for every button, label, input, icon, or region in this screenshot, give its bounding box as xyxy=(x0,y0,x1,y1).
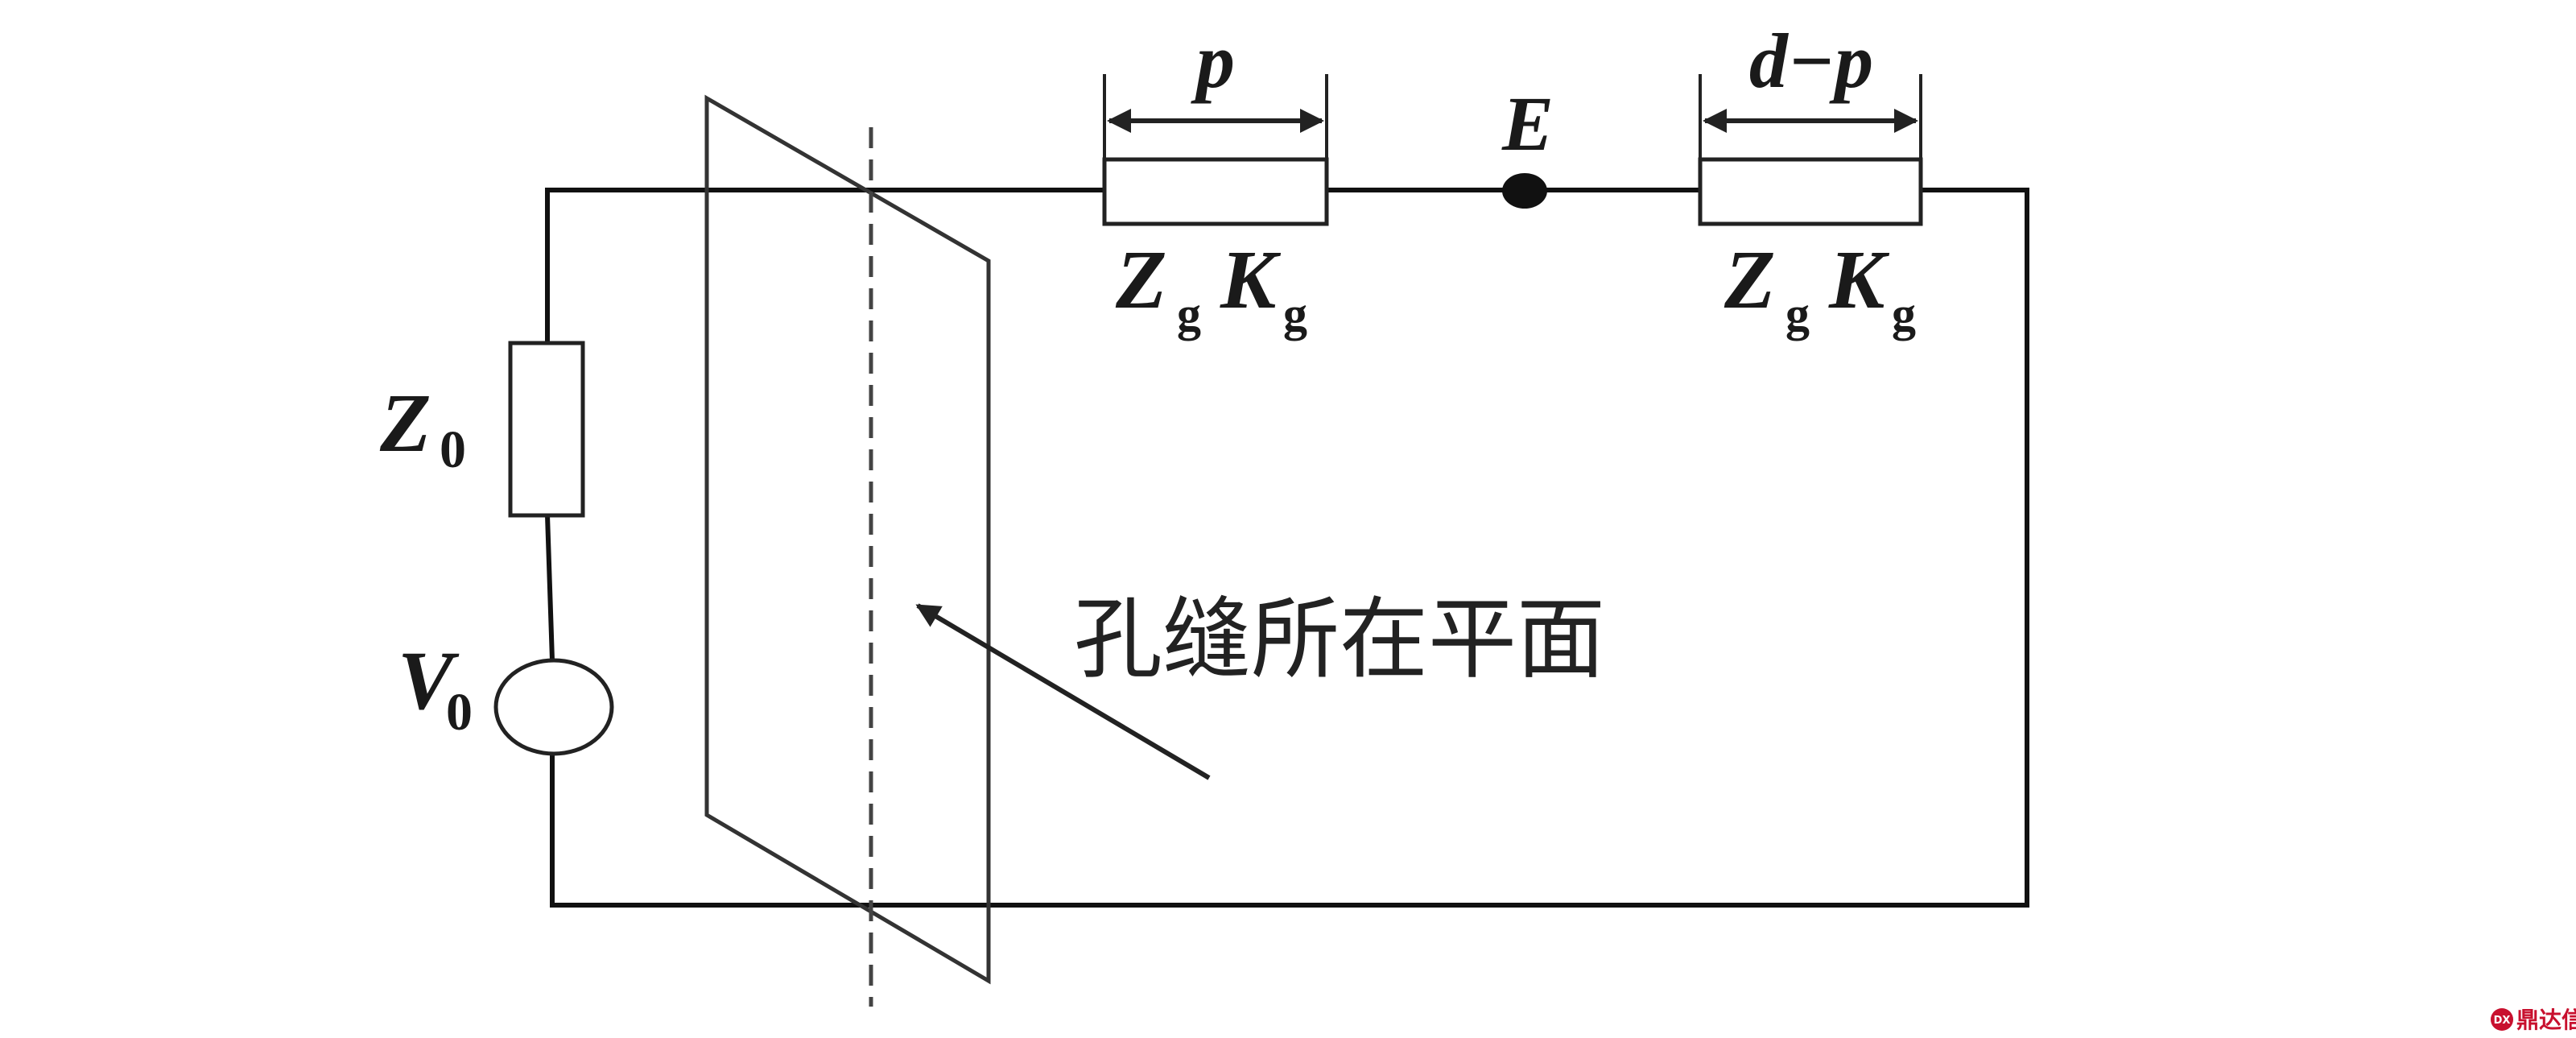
circuit-wires xyxy=(544,188,2029,908)
watermark-badge xyxy=(2491,1008,2513,1031)
label-kg-1-sub: g xyxy=(1283,287,1307,341)
line-segment-p xyxy=(1102,157,1329,226)
dimension-d-minus-p xyxy=(1699,74,1922,159)
watermark-logo: DX 鼎达信 xyxy=(2491,1007,2576,1033)
plane-pointer-arrow xyxy=(915,603,1211,780)
label-e: E xyxy=(1501,81,1554,167)
impedance-z0 xyxy=(508,341,585,518)
wire-left-middle xyxy=(544,512,555,664)
label-zg-2-sub: g xyxy=(1785,287,1810,341)
label-kg-1: K xyxy=(1220,234,1282,326)
label-zg-2: Z xyxy=(1724,234,1776,326)
label-slot-plane: 孔缝所在平面 xyxy=(1074,588,1605,691)
label-zg-1-sub: g xyxy=(1177,287,1201,341)
watermark-badge-text: DX xyxy=(2494,1015,2511,1027)
label-zg-1: Z xyxy=(1115,234,1167,326)
label-v0-sub: 0 xyxy=(446,683,473,742)
label-kg-2: K xyxy=(1828,234,1890,326)
observation-point-e xyxy=(1502,173,1547,209)
slot-plane xyxy=(704,94,991,985)
label-z0-sub: 0 xyxy=(440,420,466,479)
watermark-text: 鼎达信 xyxy=(2516,1007,2576,1033)
dimension-p xyxy=(1103,74,1328,159)
label-p: p xyxy=(1191,18,1235,104)
label-kg-2-sub: g xyxy=(1892,287,1916,341)
line-segment-d-minus-p xyxy=(1698,157,1923,226)
label-z0: Z xyxy=(379,377,431,469)
label-v0: V xyxy=(398,635,460,727)
label-d-minus-p: d−p xyxy=(1749,18,1873,104)
voltage-source-v0 xyxy=(493,658,614,756)
